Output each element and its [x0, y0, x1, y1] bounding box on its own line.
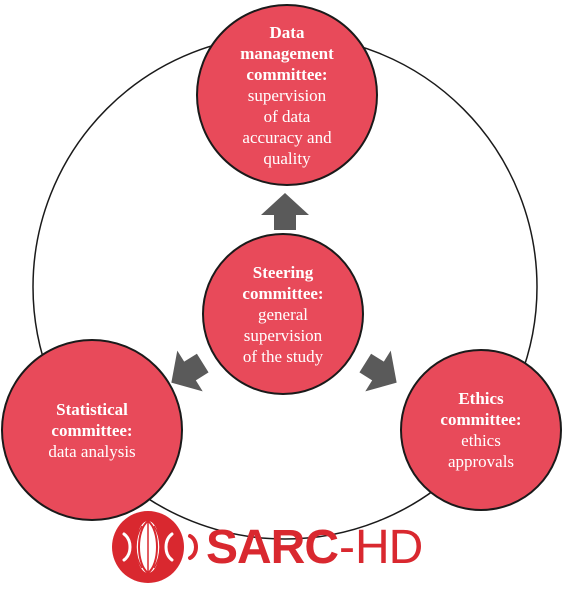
logo-text-separator: - — [339, 520, 355, 574]
sarcoma-muscle-logo-icon — [112, 511, 198, 583]
data-management-node — [196, 4, 378, 186]
sarc-hd-logo-wordmark: SARC-HD — [206, 517, 423, 577]
statistical-node — [1, 339, 183, 521]
ethics-node — [400, 349, 562, 511]
logo-text-hd: HD — [355, 520, 423, 574]
logo-text-sarc: SARC — [206, 520, 339, 574]
arrow-to-data-management — [261, 193, 309, 230]
steering-node — [202, 233, 364, 395]
arrow-to-statistical — [171, 350, 209, 392]
arrow-to-ethics — [359, 350, 397, 392]
